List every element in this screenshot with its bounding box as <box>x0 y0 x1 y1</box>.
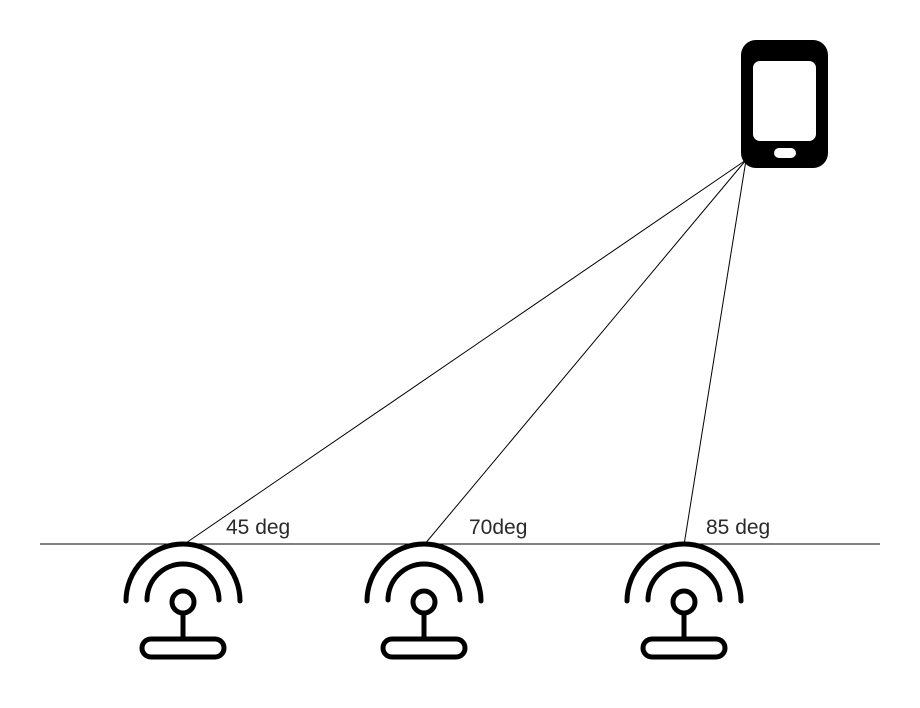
angle-label-2: 70deg <box>469 516 527 539</box>
sight-line-2 <box>423 159 747 546</box>
antenna-icon <box>123 541 243 660</box>
antenna-icon <box>624 541 744 660</box>
sight-line-3 <box>683 159 747 546</box>
antenna-icon <box>364 541 484 660</box>
sight-line-1 <box>182 159 747 546</box>
angle-label-3: 85 deg <box>706 516 770 539</box>
angle-label-1: 45 deg <box>226 516 290 539</box>
smartphone-icon <box>741 40 828 168</box>
